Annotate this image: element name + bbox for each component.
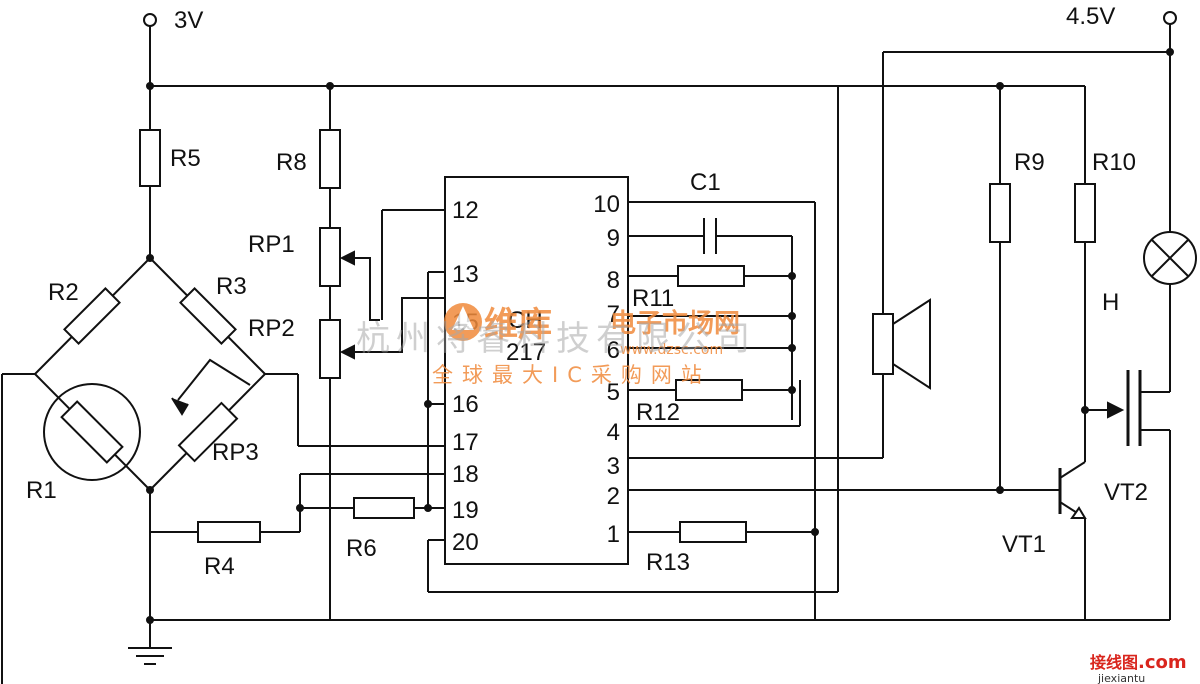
ic-name-1: CH xyxy=(508,307,543,334)
r10-resistor xyxy=(1074,183,1096,243)
rp2-pot xyxy=(319,319,341,379)
label-r12: R12 xyxy=(636,399,680,426)
3v-terminal xyxy=(143,13,157,27)
label-vt2: VT2 xyxy=(1104,479,1148,506)
label-r1: R1 xyxy=(26,477,57,504)
ic-pin-4: 4 xyxy=(607,419,620,446)
label-h: H xyxy=(1102,289,1119,316)
label-r5: R5 xyxy=(170,145,201,172)
corner-logo-com: .com xyxy=(1138,652,1187,673)
label-3v: 3V xyxy=(174,7,203,34)
r3-resistor xyxy=(179,287,237,345)
r8-resistor xyxy=(319,129,341,189)
ic-pin-19: 19 xyxy=(452,497,479,524)
label-r2: R2 xyxy=(48,279,79,306)
ic-pin-3: 3 xyxy=(607,453,620,480)
ic-pin-12: 12 xyxy=(452,197,479,224)
r13-resistor xyxy=(679,521,747,543)
r5-resistor xyxy=(139,129,161,187)
ic-pin-6: 6 xyxy=(607,337,620,364)
r6-resistor xyxy=(353,497,415,519)
label-r11: R11 xyxy=(632,285,674,312)
watermark-market: 电子市场网 xyxy=(610,308,740,339)
watermark-slogan: 全球最大IC采购网站 xyxy=(432,363,711,387)
ic-pin-17: 17 xyxy=(452,429,479,456)
ic-pin-20: 20 xyxy=(452,529,479,556)
watermark-url: www.dzsc.com xyxy=(620,342,723,358)
label-r9: R9 xyxy=(1014,149,1045,176)
label-4v5: 4.5V xyxy=(1066,3,1115,30)
watermark-brand: 维库 xyxy=(484,305,552,345)
rp3-pot xyxy=(177,401,239,463)
label-r3: R3 xyxy=(216,273,247,300)
ic-pin-16: 16 xyxy=(452,391,479,418)
ic-right-pins: 10 9 8 7 6 5 4 3 2 1 xyxy=(593,191,620,548)
r11-resistor xyxy=(677,265,745,287)
label-r13: R13 xyxy=(646,549,690,576)
ic-pin-9: 9 xyxy=(607,225,620,252)
watermark: 维库 电子市场网 www.dzsc.com 全球最大IC采购网站 杭州将睿科技有… xyxy=(356,303,756,387)
ic-pin-13: 13 xyxy=(452,261,479,288)
label-r6: R6 xyxy=(346,535,377,562)
ic-pin-5: 5 xyxy=(607,379,620,406)
label-rp1: RP1 xyxy=(248,231,295,258)
ic-pin-1: 1 xyxy=(607,521,620,548)
ic-pin-10: 10 xyxy=(593,191,620,218)
r2-resistor xyxy=(63,287,121,345)
ic-pin-18: 18 xyxy=(452,461,479,488)
corner-logo-url: jiexiantu xyxy=(1097,672,1145,684)
r9-resistor xyxy=(989,183,1011,243)
ic-pin-8: 8 xyxy=(607,267,620,294)
ic-pin-7: 7 xyxy=(607,301,620,328)
corner-logo: 接线图 .com jiexiantu xyxy=(1090,652,1187,684)
ic-name-2: 217 xyxy=(506,339,546,366)
speaker-cone xyxy=(892,298,931,390)
rp1-pot xyxy=(319,227,341,287)
ic-pin-2: 2 xyxy=(607,483,620,510)
label-rp3: RP3 xyxy=(212,439,259,466)
label-vt1: VT1 xyxy=(1002,531,1046,558)
r1-resistor xyxy=(60,400,124,464)
label-c1: C1 xyxy=(690,169,721,196)
speaker-coil xyxy=(872,313,894,375)
label-r4: R4 xyxy=(204,553,235,580)
ic-ch217 xyxy=(444,176,629,565)
4v5-terminal xyxy=(1163,11,1177,25)
r1-circle xyxy=(43,383,141,481)
lamp-h xyxy=(1143,231,1197,285)
corner-logo-cn: 接线图 xyxy=(1090,653,1138,672)
label-r10: R10 xyxy=(1092,149,1136,176)
label-rp2: RP2 xyxy=(248,315,295,342)
label-r8: R8 xyxy=(276,149,307,176)
r4-resistor xyxy=(197,521,261,543)
watermark-company: 杭州将睿科技有限公司 xyxy=(356,319,756,359)
